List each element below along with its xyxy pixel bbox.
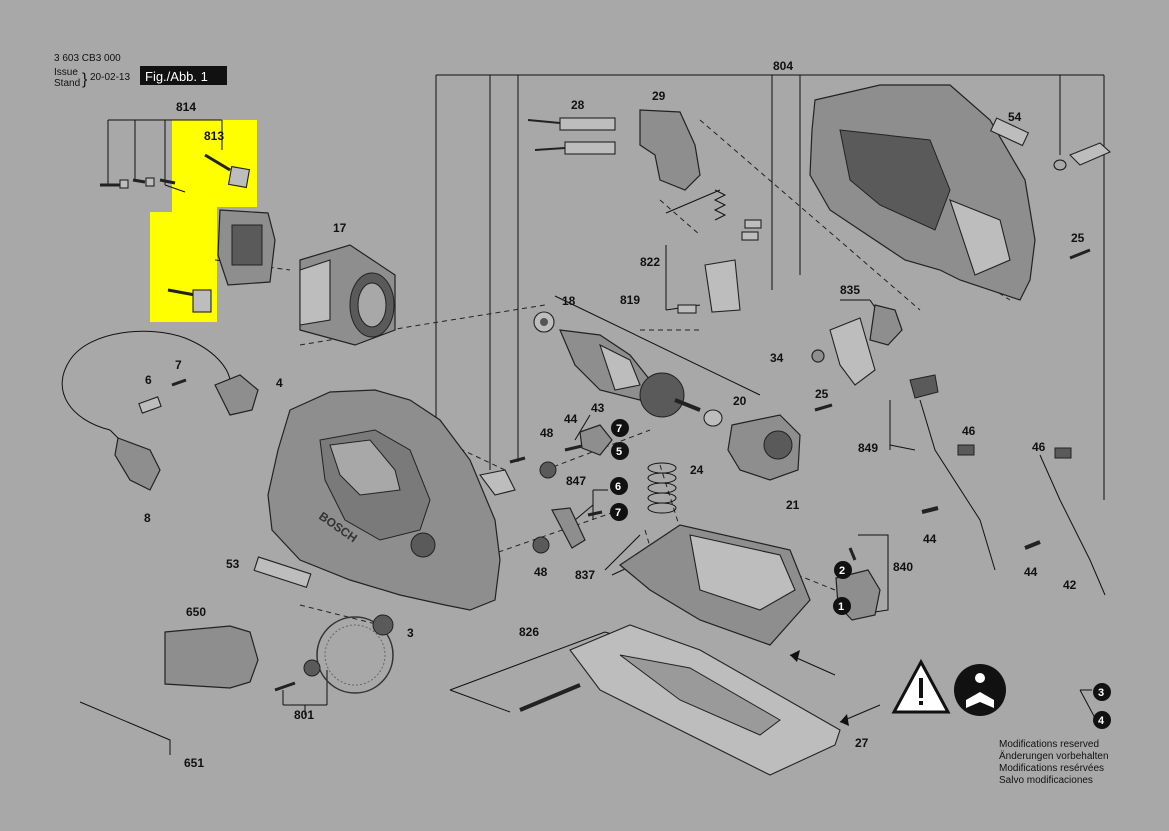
bracket-lines [107, 74, 1105, 719]
callout-5: 5 [616, 446, 622, 458]
fig-label: Fig./Abb. 1 [145, 69, 208, 84]
stand-label: Stand [54, 78, 80, 89]
main-housing: BOSCH [267, 389, 501, 611]
read-manual-icon [954, 664, 1006, 716]
issue-date: 20-02-13 [90, 72, 130, 83]
part-835-cover [811, 304, 903, 386]
part-814-brush-set [100, 153, 276, 313]
label-819: 819 [620, 293, 640, 307]
label-24: 24 [690, 463, 704, 477]
label-48-a: 48 [540, 426, 554, 440]
part-651-hex-key [79, 701, 171, 755]
label-651: 651 [184, 756, 204, 770]
label-4: 4 [276, 376, 283, 390]
label-847: 847 [566, 474, 586, 488]
fig-label-box [140, 66, 227, 85]
callout-3: 3 [1098, 687, 1104, 699]
label-48-b: 48 [534, 565, 548, 579]
label-46-b: 46 [1032, 440, 1046, 454]
label-3: 3 [407, 626, 414, 640]
part-20-21-gearbox [727, 414, 801, 481]
callout-6: 6 [615, 481, 621, 493]
label-822: 822 [640, 255, 660, 269]
brush-block-lower [192, 289, 212, 313]
part-822-spring-set [677, 189, 762, 314]
label-813: 813 [204, 129, 224, 143]
label-837: 837 [575, 568, 595, 582]
label-44-c: 44 [1024, 565, 1038, 579]
label-28: 28 [571, 98, 585, 112]
issue-label: Issue [54, 67, 78, 78]
part-804-housing [809, 84, 1036, 301]
modifications-notes: Modifications reserved Änderungen vorbeh… [999, 739, 1109, 786]
label-7: 7 [175, 358, 182, 372]
label-6: 6 [145, 373, 152, 387]
label-840: 840 [893, 560, 913, 574]
label-34: 34 [770, 351, 784, 365]
small-parts-cluster [479, 424, 613, 554]
note-line-2: Änderungen vorbehalten [999, 750, 1109, 762]
label-53: 53 [226, 557, 240, 571]
screws-25 [814, 248, 1091, 412]
plug [214, 374, 259, 416]
label-29: 29 [652, 89, 666, 103]
label-17: 17 [333, 221, 347, 235]
label-25-top: 25 [1071, 231, 1085, 245]
part-819-armature [533, 311, 723, 427]
label-42: 42 [1063, 578, 1077, 592]
label-44-b: 44 [923, 532, 937, 546]
callout-1: 1 [838, 601, 844, 613]
part-24-spring [647, 462, 677, 514]
label-54: 54 [1008, 110, 1022, 124]
part-837-guard [618, 524, 811, 646]
label-44-a: 44 [564, 412, 578, 426]
cable-grommet [114, 437, 161, 491]
part-54-and-plug [989, 117, 1112, 171]
power-cable [61, 330, 259, 491]
label-804: 804 [773, 59, 793, 73]
label-814: 814 [176, 100, 196, 114]
label-43: 43 [591, 401, 605, 415]
label-826: 826 [519, 625, 539, 639]
lower-left-parts [79, 556, 394, 755]
brace-glyph: } [82, 71, 88, 88]
saw-blade [316, 616, 394, 694]
callout-4: 4 [1098, 715, 1105, 727]
label-20: 20 [733, 394, 747, 408]
label-27: 27 [855, 736, 869, 750]
part-650-dust-port [164, 625, 259, 689]
warning-triangle-icon [891, 658, 951, 714]
label-18: 18 [562, 294, 576, 308]
note-line-3: Modifications resérvées [999, 763, 1104, 774]
label-849: 849 [858, 441, 878, 455]
highlight-region-813 [150, 120, 257, 322]
note-line-4: Salvo modificaciones [999, 775, 1093, 786]
callout-2: 2 [839, 565, 845, 577]
callouts: 7 5 6 7 2 1 3 4 [610, 419, 1111, 729]
header: 3 603 CB3 000 Issue Stand } 20-02-13 Fig… [54, 53, 227, 89]
part-labels: 814 813 17 28 29 804 54 25 822 819 18 83… [144, 59, 1085, 770]
label-801: 801 [294, 708, 314, 722]
label-25-mid: 25 [815, 387, 829, 401]
switch-body [639, 109, 701, 191]
brush-block-upper [227, 165, 251, 189]
callout-7-a: 7 [616, 423, 622, 435]
part-17-field-coil [299, 244, 396, 346]
label-8: 8 [144, 511, 151, 525]
arrows [789, 650, 881, 726]
part-28-29-switch [527, 109, 701, 191]
label-835: 835 [840, 283, 860, 297]
part-27-base-plate [519, 624, 841, 776]
part-53 [253, 556, 312, 589]
label-21: 21 [786, 498, 800, 512]
label-650: 650 [186, 605, 206, 619]
note-line-1: Modifications reserved [999, 739, 1099, 750]
levers [909, 374, 1106, 596]
label-46-a: 46 [962, 424, 976, 438]
doc-number: 3 603 CB3 000 [54, 53, 121, 64]
callout-7-b: 7 [615, 507, 621, 519]
